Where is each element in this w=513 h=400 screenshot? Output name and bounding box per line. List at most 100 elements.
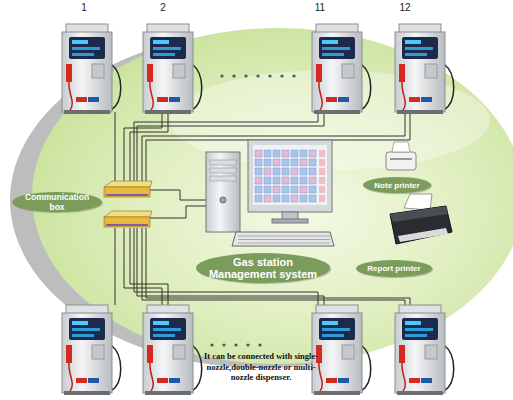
fuel-dispenser — [395, 24, 454, 114]
dispenser-base — [397, 110, 443, 114]
screen-cell — [264, 195, 271, 202]
report-printer — [390, 206, 452, 244]
signal-wire — [115, 228, 116, 305]
screen-cell — [264, 159, 271, 166]
dispenser-number: 1 — [78, 2, 90, 14]
screen-bar — [405, 321, 421, 325]
brand-logo — [338, 97, 349, 102]
screen-cell — [255, 177, 262, 184]
keyboard — [232, 232, 334, 246]
screen-bar — [322, 40, 338, 44]
dispenser-number: 12 — [397, 2, 413, 14]
box-stripe — [106, 194, 148, 196]
dispenser-base — [314, 391, 360, 395]
power-button — [220, 197, 226, 203]
monitor-bezel — [248, 140, 332, 212]
keypad — [342, 64, 354, 78]
pill-label: Gas station Management system — [196, 256, 330, 280]
communication-box — [104, 181, 152, 197]
drive-bay — [210, 176, 236, 181]
screen-bar — [322, 47, 350, 50]
nozzle-holster — [66, 64, 72, 82]
ellipsis-dot — [222, 343, 225, 346]
dispenser-base — [145, 110, 191, 114]
brand-logo — [338, 378, 349, 383]
screen-bar — [153, 328, 181, 331]
screen-cell — [264, 168, 271, 175]
printer-slot — [390, 158, 412, 160]
brand-logo — [157, 378, 168, 383]
red-hose — [319, 363, 322, 391]
ellipsis-dot — [280, 74, 283, 77]
screen-cell — [255, 150, 262, 157]
screen-cell — [264, 186, 271, 193]
fuel-dispenser — [312, 24, 371, 114]
keypad — [92, 64, 104, 78]
brand-logo — [421, 378, 432, 383]
screen-column — [319, 168, 325, 175]
dispenser-body — [62, 313, 112, 393]
dispenser-number: 2 — [157, 2, 169, 14]
screen-cell — [309, 177, 316, 184]
red-hose — [402, 82, 405, 110]
screen-cell — [291, 168, 298, 175]
computer-tower — [206, 152, 240, 232]
screen-cell — [309, 150, 316, 157]
screen-cell — [291, 177, 298, 184]
ellipsis-dot — [256, 74, 259, 77]
screen-bar — [153, 40, 169, 44]
screen-bar — [405, 47, 433, 50]
box-top — [104, 181, 152, 187]
screen-cell — [291, 186, 298, 193]
brand-logo — [421, 97, 432, 102]
brand-logo — [88, 378, 99, 383]
dispenser-screen — [402, 318, 438, 340]
screen-bar — [153, 53, 175, 56]
box-front — [104, 217, 150, 227]
red-hose — [150, 363, 153, 391]
signal-wire — [130, 228, 168, 305]
screen-cell — [282, 195, 289, 202]
brand-logo — [76, 97, 87, 102]
dispenser-screen — [150, 318, 186, 340]
pill-label: Report printer — [359, 264, 428, 273]
dispenser-body — [143, 313, 193, 393]
dispenser-body — [62, 32, 112, 112]
screen-cell — [282, 168, 289, 175]
note-printer — [386, 152, 416, 170]
screen-cell — [273, 150, 280, 157]
screen-cell — [282, 150, 289, 157]
dispenser-base — [314, 110, 360, 114]
ellipsis-dot — [244, 74, 247, 77]
screen-cell — [291, 159, 298, 166]
ellipsis-dot — [210, 343, 213, 346]
screen-cell — [282, 159, 289, 166]
monitor-screen — [253, 145, 327, 205]
screen-cell — [273, 159, 280, 166]
fuel-dispenser — [143, 305, 202, 395]
nozzle-holster — [399, 345, 405, 363]
screen-bar — [405, 334, 427, 337]
box-top — [104, 211, 152, 217]
dispenser-base — [397, 391, 443, 395]
ellipsis-dot — [234, 343, 237, 346]
dispenser-base — [145, 391, 191, 395]
dispenser-body — [395, 313, 445, 393]
screen-cell — [264, 177, 271, 184]
brand-logo — [76, 378, 87, 383]
box-stripe — [106, 224, 148, 226]
screen-cell — [309, 186, 316, 193]
dispenser-body — [143, 32, 193, 112]
box-front — [104, 187, 150, 197]
dispenser-screen — [69, 37, 105, 59]
key-row — [238, 239, 330, 240]
paper-sheet — [404, 194, 432, 210]
brand-logo — [326, 97, 337, 102]
screen-bar — [322, 334, 344, 337]
dispenser-screen — [402, 37, 438, 59]
screen-cell — [300, 168, 307, 175]
ellipsis-dot — [246, 343, 249, 346]
screen-cell — [255, 195, 262, 202]
nozzle-holster — [316, 64, 322, 82]
ellipsis-dot — [232, 74, 235, 77]
